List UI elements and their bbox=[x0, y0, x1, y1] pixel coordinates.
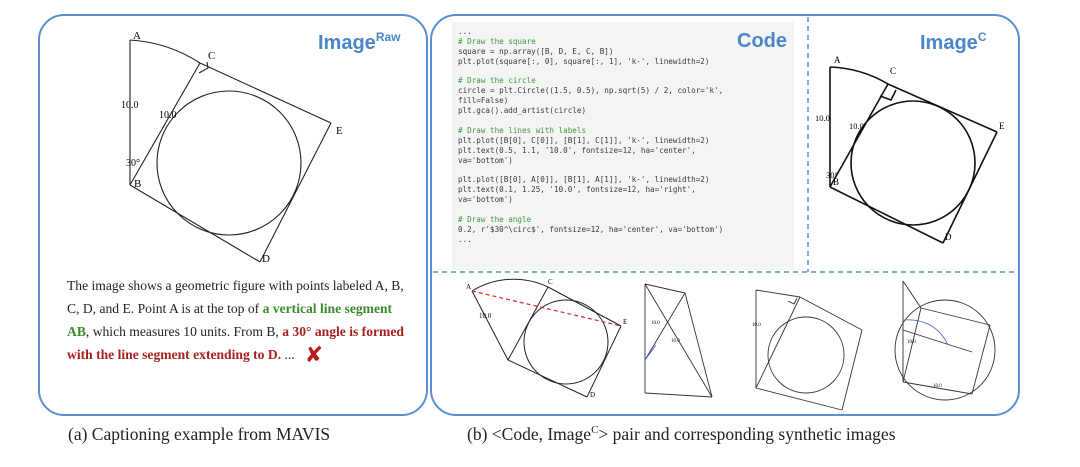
code-line: plt.text(0.1, 1.25, '10.0', fontsize=12,… bbox=[458, 185, 696, 195]
raw-label-A: A bbox=[133, 30, 141, 42]
cross-icon: ✘ bbox=[304, 343, 324, 368]
s3-label-len: 10.0 bbox=[752, 323, 761, 328]
s1-label-C: C bbox=[548, 278, 553, 286]
caption-b-post: > pair and corresponding synthetic image… bbox=[598, 424, 896, 444]
raw-label-C: C bbox=[208, 50, 215, 62]
s4-label-len1: 10.0 bbox=[907, 340, 916, 345]
s1-label-A: A bbox=[466, 283, 471, 291]
c-label-len2: 10.0 bbox=[849, 121, 864, 131]
code-line: va='bottom') bbox=[458, 155, 513, 165]
code-line: plt.gca().add_artist(circle) bbox=[458, 106, 587, 116]
caption-a: (a) Captioning example from MAVIS bbox=[68, 424, 331, 444]
raw-label-E: E bbox=[336, 125, 343, 137]
caption-plain-1: The image shows a geometric figure with … bbox=[67, 278, 404, 316]
caption-green: a vertical line segment AB bbox=[67, 301, 393, 339]
panel-image-raw bbox=[38, 14, 428, 416]
caption-red: a 30° angle is formed with the line segm… bbox=[67, 324, 404, 362]
c-label-E: E bbox=[999, 121, 1005, 131]
c-label-C: C bbox=[890, 66, 896, 76]
caption-b-pre: (b) <Code, Image bbox=[467, 424, 592, 444]
code-line: fill=False) bbox=[458, 96, 509, 106]
raw-label-angle: 30° bbox=[126, 158, 140, 169]
code-line: # Draw the circle bbox=[458, 76, 536, 86]
raw-label-B: B bbox=[134, 178, 141, 190]
s1-label-E: E bbox=[623, 318, 627, 326]
code-line: circle = plt.Circle((1.5, 0.5), np.sqrt(… bbox=[458, 86, 724, 96]
s1-label-len: 10.0 bbox=[479, 312, 492, 320]
code-line: ... bbox=[458, 234, 472, 244]
code-line: # Draw the square bbox=[458, 36, 536, 46]
code-line: plt.plot([B[0], A[0]], [B[1], A[1]], 'k-… bbox=[458, 175, 710, 185]
caption-plain-2: , which measures 10 units. From B, bbox=[85, 324, 283, 339]
s2-label-len1: 10.0 bbox=[651, 321, 660, 326]
code-line: ... bbox=[458, 27, 472, 36]
image-raw-title: ImageRaw bbox=[318, 30, 401, 55]
raw-caption: The image shows a geometric figure with … bbox=[67, 274, 412, 367]
code-line: square = np.array([B, D, E, C, B]) bbox=[458, 46, 614, 56]
code-line: 0.2, r'$30^\circ$', fontsize=12, ha='cen… bbox=[458, 224, 724, 234]
code-line: # Draw the angle bbox=[458, 214, 532, 224]
code-line: plt.plot(square[:, 0], square[:, 1], 'k-… bbox=[458, 56, 710, 66]
image-c-title-sup: C bbox=[977, 30, 987, 44]
c-label-angle: 30° bbox=[826, 170, 838, 180]
s2-label-len2: 10.0 bbox=[671, 339, 680, 344]
code-line: plt.text(0.5, 1.1, '10.0', fontsize=12, … bbox=[458, 145, 696, 155]
code-line: plt.plot([B[0], C[0]], [B[1], C[1]], 'k-… bbox=[458, 135, 710, 145]
s4-label-len2: 10.0 bbox=[933, 384, 942, 389]
code-line: # Draw the lines with labels bbox=[458, 125, 587, 135]
code-line: va='bottom') bbox=[458, 195, 513, 205]
c-label-A: A bbox=[834, 55, 841, 65]
c-label-len1: 10.0 bbox=[815, 113, 830, 123]
image-raw-title-sup: Raw bbox=[375, 30, 401, 44]
s1-label-D: D bbox=[590, 391, 595, 399]
caption-b: (b) <Code, ImageC> pair and correspondin… bbox=[467, 424, 896, 445]
raw-label-len2: 10.0 bbox=[159, 110, 177, 121]
image-c-title-text: Image bbox=[920, 32, 978, 54]
caption-plain-3: ... bbox=[281, 347, 295, 362]
caption-b-sup: C bbox=[591, 424, 599, 437]
image-c-title: ImageC bbox=[920, 30, 986, 55]
image-raw-title-text: Image bbox=[318, 32, 376, 54]
c-label-D: D bbox=[945, 232, 952, 242]
raw-label-len1: 10.0 bbox=[121, 100, 139, 111]
code-title: Code bbox=[737, 30, 787, 52]
c-label-B: B bbox=[833, 177, 839, 187]
raw-label-D: D bbox=[262, 253, 270, 265]
